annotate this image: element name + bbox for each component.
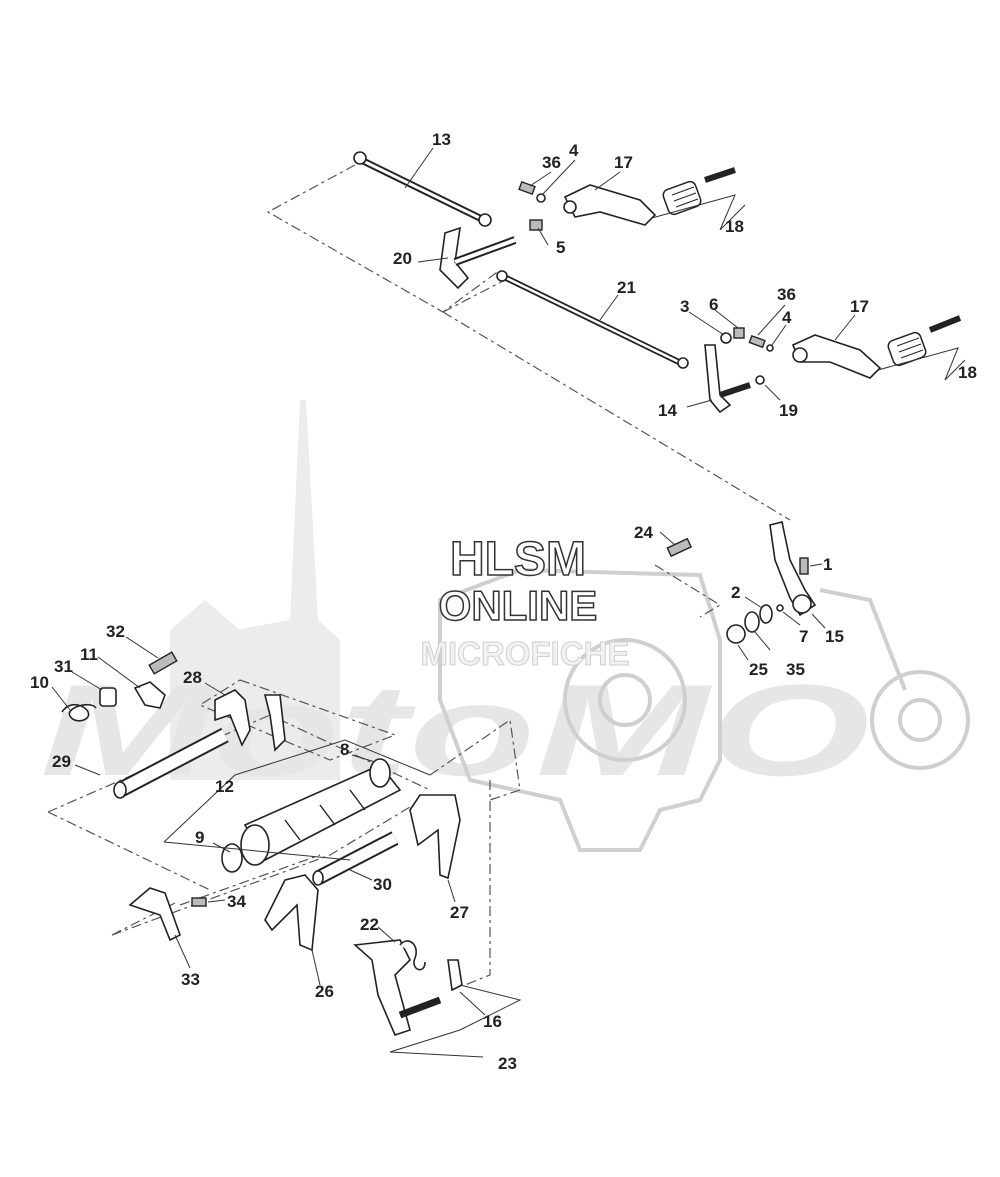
clip-19	[755, 375, 765, 385]
shift-rod-13	[353, 151, 492, 227]
callout-24: 24	[634, 523, 653, 542]
callouts: 13 36 4 17 18 5 20 21 3 6 36 4 17 18 14 …	[30, 130, 977, 1073]
callout-29: 29	[52, 752, 71, 771]
bolt-36-upper	[518, 180, 536, 196]
shift-lever-14	[704, 344, 732, 414]
shift-fork-26	[264, 874, 319, 952]
callout-31: 31	[54, 657, 73, 676]
callout-17-upper: 17	[614, 153, 633, 172]
motorcycle-wheel-ghost	[870, 670, 970, 770]
fork-shaft-29	[113, 727, 229, 799]
callout-6: 6	[709, 295, 718, 314]
watermark-background: MotoMO	[40, 400, 970, 852]
shift-peg-18-upper	[662, 167, 736, 216]
callout-23: 23	[498, 1054, 517, 1073]
shift-rod-21	[496, 270, 689, 369]
washer-4-lower	[766, 344, 774, 352]
sleeve-31	[99, 687, 117, 707]
leader-lines	[51, 147, 966, 1058]
washer-4-upper	[536, 193, 546, 203]
bracket-33	[128, 887, 181, 942]
callout-10: 10	[30, 673, 49, 692]
callout-26: 26	[315, 982, 334, 1001]
callout-32: 32	[106, 622, 125, 641]
callout-28: 28	[183, 668, 202, 687]
shift-fork-27	[409, 794, 461, 880]
callout-4-lower: 4	[782, 308, 792, 327]
callout-18-upper: 18	[725, 217, 744, 236]
callout-11: 11	[80, 645, 98, 664]
callout-14: 14	[658, 401, 677, 420]
spring-10	[61, 703, 97, 722]
callout-4-upper: 4	[569, 141, 579, 160]
callout-18-lower: 18	[958, 363, 977, 382]
callout-9: 9	[195, 828, 204, 847]
watermark-text: HLSM ONLINE MICROFICHE	[420, 532, 630, 672]
fork-shaft-30	[312, 831, 399, 886]
washer-3	[720, 332, 732, 344]
washer-2	[759, 604, 773, 624]
bolt-24	[666, 537, 693, 558]
callout-30: 30	[373, 875, 392, 894]
watermark-line-2: ONLINE	[439, 582, 598, 629]
shift-lever-arm-17-lower	[791, 334, 882, 379]
shift-lever-20	[439, 226, 517, 290]
bolt-36-lower	[748, 334, 766, 349]
callout-17-lower: 17	[850, 297, 869, 316]
watermark-brand: MotoMO	[40, 657, 870, 803]
shift-lever-arm-17-upper	[563, 184, 657, 226]
callout-13: 13	[432, 130, 451, 149]
bushing-25	[726, 624, 746, 644]
callout-27: 27	[450, 903, 469, 922]
shift-fork-28	[214, 689, 251, 747]
shift-drum-12	[221, 758, 402, 873]
shift-shaft-23	[353, 939, 411, 1036]
seal-35	[744, 611, 760, 633]
o-ring-8	[369, 758, 391, 788]
shift-peg-18-lower	[887, 315, 962, 367]
watermark-line-1: HLSM	[450, 533, 586, 586]
pawl-16	[447, 959, 463, 992]
bolt-1	[799, 557, 809, 575]
callout-33: 33	[181, 970, 200, 989]
callout-19: 19	[779, 401, 798, 420]
callout-15: 15	[825, 627, 844, 646]
detent-arm-11	[133, 681, 166, 709]
washer-7	[776, 604, 784, 612]
callout-25: 25	[749, 660, 768, 679]
callout-7: 7	[799, 627, 808, 646]
callout-20: 20	[393, 249, 412, 268]
callout-22: 22	[360, 915, 379, 934]
callout-21: 21	[617, 278, 636, 297]
callout-34: 34	[227, 892, 246, 911]
shift-arm-15	[769, 521, 817, 617]
callout-8: 8	[340, 740, 349, 759]
callout-2: 2	[731, 583, 740, 602]
spring-22	[399, 940, 426, 971]
callout-5: 5	[556, 238, 565, 257]
nut-5	[529, 219, 543, 231]
callout-3: 3	[680, 297, 689, 316]
callout-35: 35	[786, 660, 805, 679]
bolt-32	[148, 651, 178, 675]
callout-36-upper: 36	[542, 153, 561, 172]
bolt-34	[191, 897, 207, 907]
callout-16: 16	[483, 1012, 502, 1031]
engine-case-ghost	[438, 567, 722, 852]
callout-36-lower: 36	[777, 285, 796, 304]
watermark-line-3: MICROFICHE	[421, 635, 630, 672]
parts	[61, 151, 962, 1036]
callout-1: 1	[823, 555, 832, 574]
o-ring-9	[221, 843, 243, 873]
nut-6	[733, 327, 745, 339]
callout-12: 12	[215, 777, 234, 796]
